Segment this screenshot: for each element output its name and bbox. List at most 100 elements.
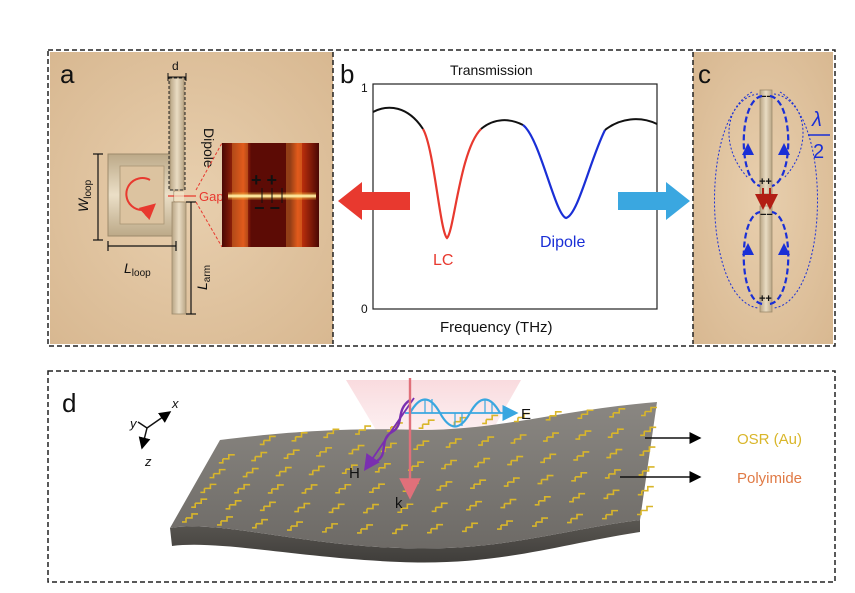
coordinate-axes: x y z [129, 396, 179, 469]
resonator-unit [641, 406, 657, 417]
axis-y-label: y [129, 416, 138, 431]
curve-black-mid [480, 119, 524, 130]
panel-d-letter: d [62, 388, 76, 418]
curve-black-left [372, 106, 424, 130]
resonator-unit [218, 454, 235, 464]
resonator-unit [569, 492, 586, 503]
resonator-unit [478, 436, 495, 446]
charge-bottom-plus: ++ [759, 293, 772, 305]
l-arm-label: Larm [194, 265, 213, 290]
polyimide-label: Polyimide [737, 470, 802, 487]
resonator-unit [200, 483, 217, 494]
resonator-unit [532, 517, 548, 527]
charge-mid-minus: −− [760, 209, 773, 221]
axis-z-label: z [144, 454, 152, 469]
resonator-unit [609, 408, 626, 418]
resonator-unit [545, 410, 562, 421]
e-wave-ticks [424, 399, 493, 426]
resonator-unit [500, 498, 517, 509]
left-red-arrow [338, 182, 410, 220]
x-axis-label: Frequency (THz) [440, 319, 553, 336]
field-inset: + + − − [222, 143, 319, 247]
resonator-unit [482, 414, 499, 425]
resonator-unit [466, 500, 483, 511]
resonator-unit [638, 466, 655, 476]
resonator-unit [470, 479, 487, 489]
resonator-unit [640, 426, 657, 437]
k-label: k [395, 495, 403, 512]
inset-plus-signs: + + [251, 170, 277, 190]
resonator-unit [362, 503, 379, 514]
resonator-unit [275, 466, 292, 477]
curve-dipole-dip [522, 124, 606, 220]
resonator-unit [537, 474, 554, 485]
resonator-unit [225, 500, 242, 510]
resonator-unit [328, 503, 345, 514]
panel-a: a d Dipole Gap [50, 52, 334, 344]
resonator-unit [308, 465, 325, 476]
y-tick-1: 1 [361, 81, 368, 95]
dipole-vertical-label: Dipole [201, 128, 217, 168]
resonator-unit [267, 484, 284, 494]
osr-label: OSR (Au) [737, 431, 802, 448]
resonator-unit [301, 484, 318, 494]
resonator-unit [445, 438, 462, 448]
h-wave [374, 399, 411, 464]
resonator-unit [209, 468, 226, 479]
resonator-unit [573, 451, 590, 461]
resonator-unit [413, 440, 430, 451]
lambda-symbol: λ [811, 109, 822, 131]
lc-label: LC [433, 252, 453, 269]
right-blue-arrow [618, 182, 690, 220]
charge-top-minus: −− [760, 91, 773, 103]
resonator-unit [323, 428, 340, 439]
resonator-unit [355, 425, 372, 435]
resonator-unit [368, 483, 385, 493]
e-wave [409, 398, 501, 428]
resonator-unit [602, 509, 618, 520]
resonator-unit [294, 502, 311, 513]
panel-b: b Transmission 1 0 Frequency (THz) LC Di… [338, 59, 690, 336]
h-label: H [349, 465, 360, 482]
e-label: E [521, 406, 531, 423]
resonator-unit [418, 419, 435, 429]
half-denominator: 2 [813, 141, 824, 163]
resonator-unit [637, 485, 654, 496]
resonator-unit [567, 513, 583, 524]
arm-bar [171, 201, 187, 315]
panel-c-letter: c [698, 59, 711, 89]
resonator-unit [182, 513, 198, 523]
panel-a-letter: a [60, 59, 75, 89]
resonator-unit [639, 446, 656, 456]
l-loop-label: Lloop [124, 260, 151, 279]
gap-label: Gap [199, 189, 224, 204]
axis-x-label: x [171, 396, 179, 411]
panel-d: d x y z E H k [62, 378, 802, 563]
sheet-edge [170, 520, 640, 563]
resonator-unit [462, 522, 478, 533]
dim-d-label: d [172, 59, 179, 73]
resonator-unit [510, 434, 527, 444]
y-tick-0: 0 [361, 302, 368, 316]
curve-black-right [604, 118, 658, 131]
resonator-unit [341, 464, 358, 474]
resonator-unit [603, 489, 620, 500]
resonator-array [182, 406, 657, 535]
resonator-unit [252, 518, 268, 529]
resonator-unit [540, 453, 557, 464]
w-loop-label: Wloop [75, 179, 94, 212]
resonator-unit [604, 469, 621, 479]
resonator-unit [392, 524, 408, 535]
resonator-unit [348, 444, 365, 455]
resonator-unit [322, 523, 338, 533]
resonator-unit [357, 524, 373, 534]
resonator-unit [283, 449, 300, 459]
resonator-unit [259, 501, 276, 512]
polyimide-sheet [170, 402, 657, 549]
resonator-unit [436, 481, 453, 491]
dipole-bar [169, 77, 185, 191]
curve-lc-dip [422, 128, 482, 240]
inset-minus-signs: − − [254, 198, 280, 218]
resonator-unit [637, 505, 653, 516]
